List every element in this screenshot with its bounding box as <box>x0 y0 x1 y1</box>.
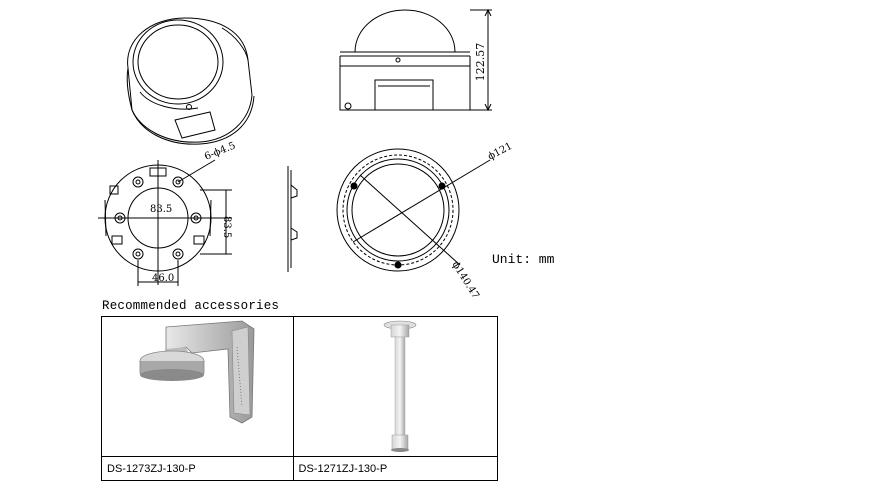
wall-mount-bracket-icon <box>139 320 255 424</box>
accessory-model-label: DS-1273ZJ-130-P <box>101 456 294 481</box>
mount-ring-view <box>336 148 491 272</box>
hole-pattern-label: 6-ϕ4.5 <box>203 140 237 162</box>
profile-view <box>287 166 298 272</box>
accessory-image-cell <box>292 316 499 457</box>
pendant-pole-mount-icon <box>383 320 416 452</box>
technical-drawing: 122.57 6-ϕ4.5 83.5 83.5 46.0 <box>98 8 514 300</box>
inner-diameter-label-2: 83.5 <box>221 216 232 238</box>
accessory-model-label: DS-1271ZJ-130-P <box>292 456 499 481</box>
accessory-image-cell <box>101 316 294 457</box>
base-width-label: 46.0 <box>152 273 174 284</box>
inner-diameter-label-1: 83.5 <box>150 204 172 215</box>
base-plate-view <box>98 159 232 286</box>
dome-camera-perspective-view <box>126 17 255 145</box>
dome-camera-side-view <box>339 8 492 112</box>
height-dimension: 122.57 <box>474 43 487 82</box>
accessories-heading: Recommended accessories <box>102 299 280 313</box>
accessories-table: DS-1273ZJ-130-P DS-1271ZJ-130-P <box>101 316 499 481</box>
mount-diameter-label: ϕ140.47 <box>449 260 480 300</box>
unit-label: Unit: mm <box>492 252 555 267</box>
outer-diameter-label: ϕ121 <box>486 141 514 163</box>
